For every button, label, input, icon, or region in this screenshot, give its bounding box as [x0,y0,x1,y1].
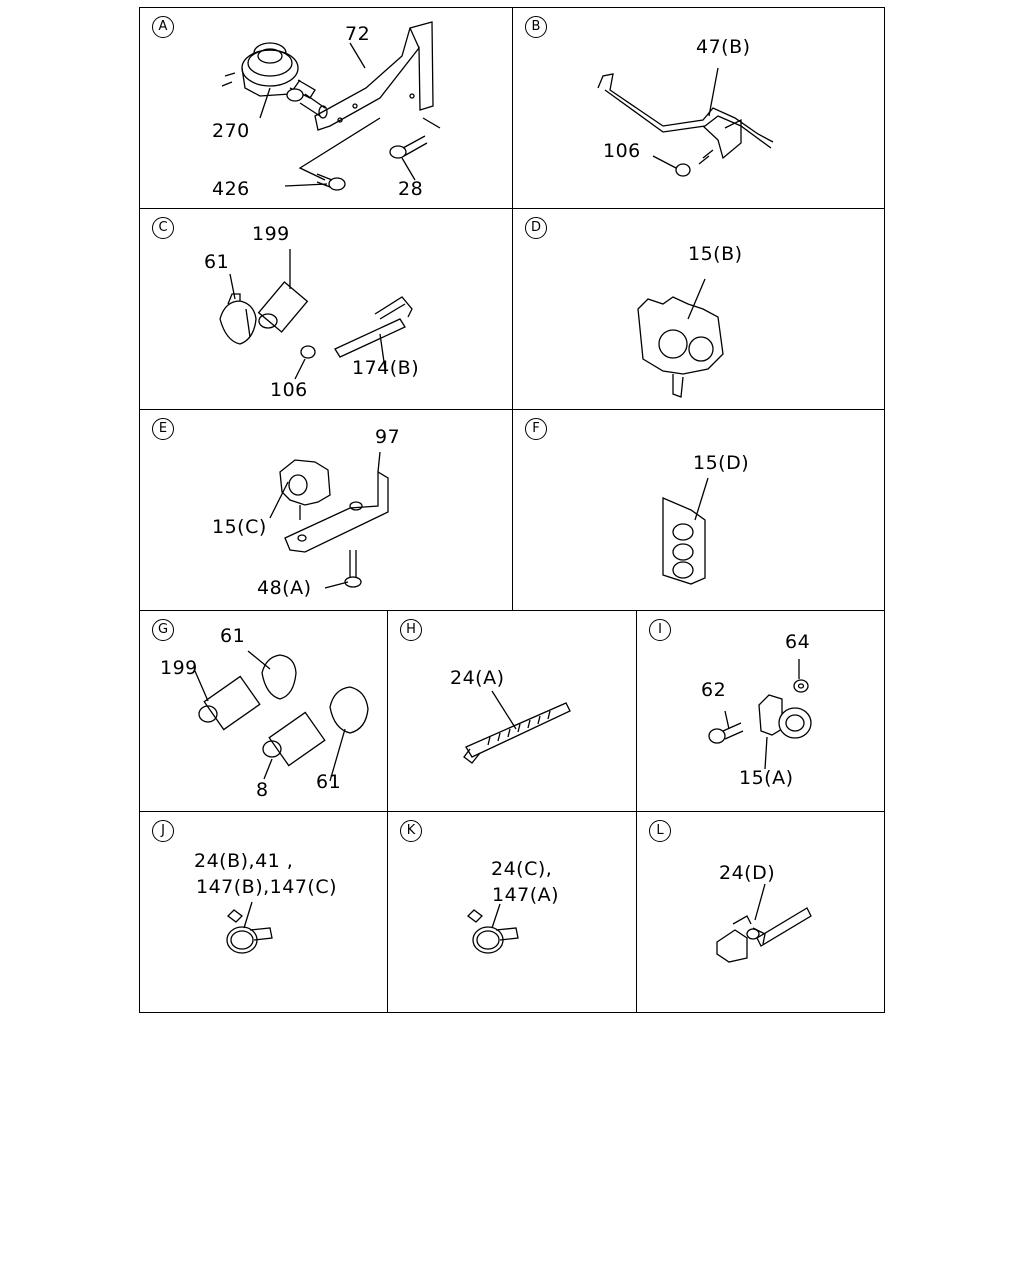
part-label-15a: 15(A) [739,767,794,789]
part-label-61: 61 [204,251,230,273]
panel-letter: A [152,16,174,38]
part-label-199: 199 [252,223,290,245]
panel-letter: J [152,820,174,842]
clamp-assembly-drawing [637,812,884,1012]
panel-letter: F [525,418,547,440]
part-label-8: 8 [256,779,269,801]
part-label-97: 97 [375,426,401,448]
panel-letter: H [400,619,422,641]
part-label-61-upper: 61 [220,625,246,647]
part-label-64: 64 [785,631,811,653]
part-label-106: 106 [603,140,641,162]
triple-clip-drawing [513,410,884,610]
hose-clamp-drawing [388,812,636,1012]
double-clip-drawing [513,209,884,409]
part-label-j-line2: 147(B),147(C) [196,876,338,898]
panel-letter: K [400,820,422,842]
panel-h: H 24(A) [388,611,636,811]
part-label-24d: 24(D) [719,862,776,884]
part-label-106: 106 [270,379,308,401]
panel-l: L 24(D) [637,812,884,1012]
panel-d: D 15(B) [513,209,884,409]
part-label-426: 426 [212,178,250,200]
part-label-k-line1: 24(C), [491,858,553,880]
panel-g: G 61 199 8 61 [140,611,387,811]
part-label-174b: 174(B) [352,357,420,379]
panel-letter: G [152,619,174,641]
grid-line [512,7,513,610]
panel-letter: I [649,619,671,641]
part-label-15b: 15(B) [688,243,743,265]
hose-clamp-drawing [140,812,387,1012]
part-label-28: 28 [398,178,424,200]
part-label-72: 72 [345,23,371,45]
part-label-48a: 48(A) [257,577,312,599]
panel-letter: E [152,418,174,440]
panel-c: C 199 61 106 174(B) [140,209,512,409]
panel-e: E 97 15(C) 48(A) [140,410,512,610]
panel-j: J 24(B),41 , 147(B),147(C) [140,812,387,1012]
part-label-j-line1: 24(B),41 , [194,850,294,872]
panel-k: K 24(C), 147(A) [388,812,636,1012]
vacuum-valve-bracket-drawing [140,8,512,208]
part-label-24a: 24(A) [450,667,505,689]
panel-letter: C [152,217,174,239]
pipe-bracket-drawing [513,8,884,208]
grid-line [139,610,885,611]
panel-b: B 47(B) 106 [513,8,884,208]
panel-letter: B [525,16,547,38]
panel-letter: D [525,217,547,239]
part-label-270: 270 [212,120,250,142]
grid-line [387,610,388,1013]
clip-tube-drawing [140,209,512,409]
cable-tie-drawing [388,611,636,811]
part-label-15c: 15(C) [212,516,267,538]
part-label-61-lower: 61 [316,771,342,793]
p-clip-drawing [637,611,884,811]
part-label-k-line2: 147(A) [492,884,560,906]
panel-f: F 15(D) [513,410,884,610]
part-label-47b: 47(B) [696,36,751,58]
clip-bracket-drawing [140,410,512,610]
grid-line [636,610,637,1013]
part-label-62: 62 [701,679,727,701]
panel-i: I 64 62 15(A) [637,611,884,811]
part-label-199: 199 [160,657,198,679]
clips-and-tubes-drawing [140,611,387,811]
panel-a: A 72 270 426 28 [140,8,512,208]
panel-letter: L [649,820,671,842]
part-label-15d: 15(D) [693,452,750,474]
grid-line [139,811,885,812]
